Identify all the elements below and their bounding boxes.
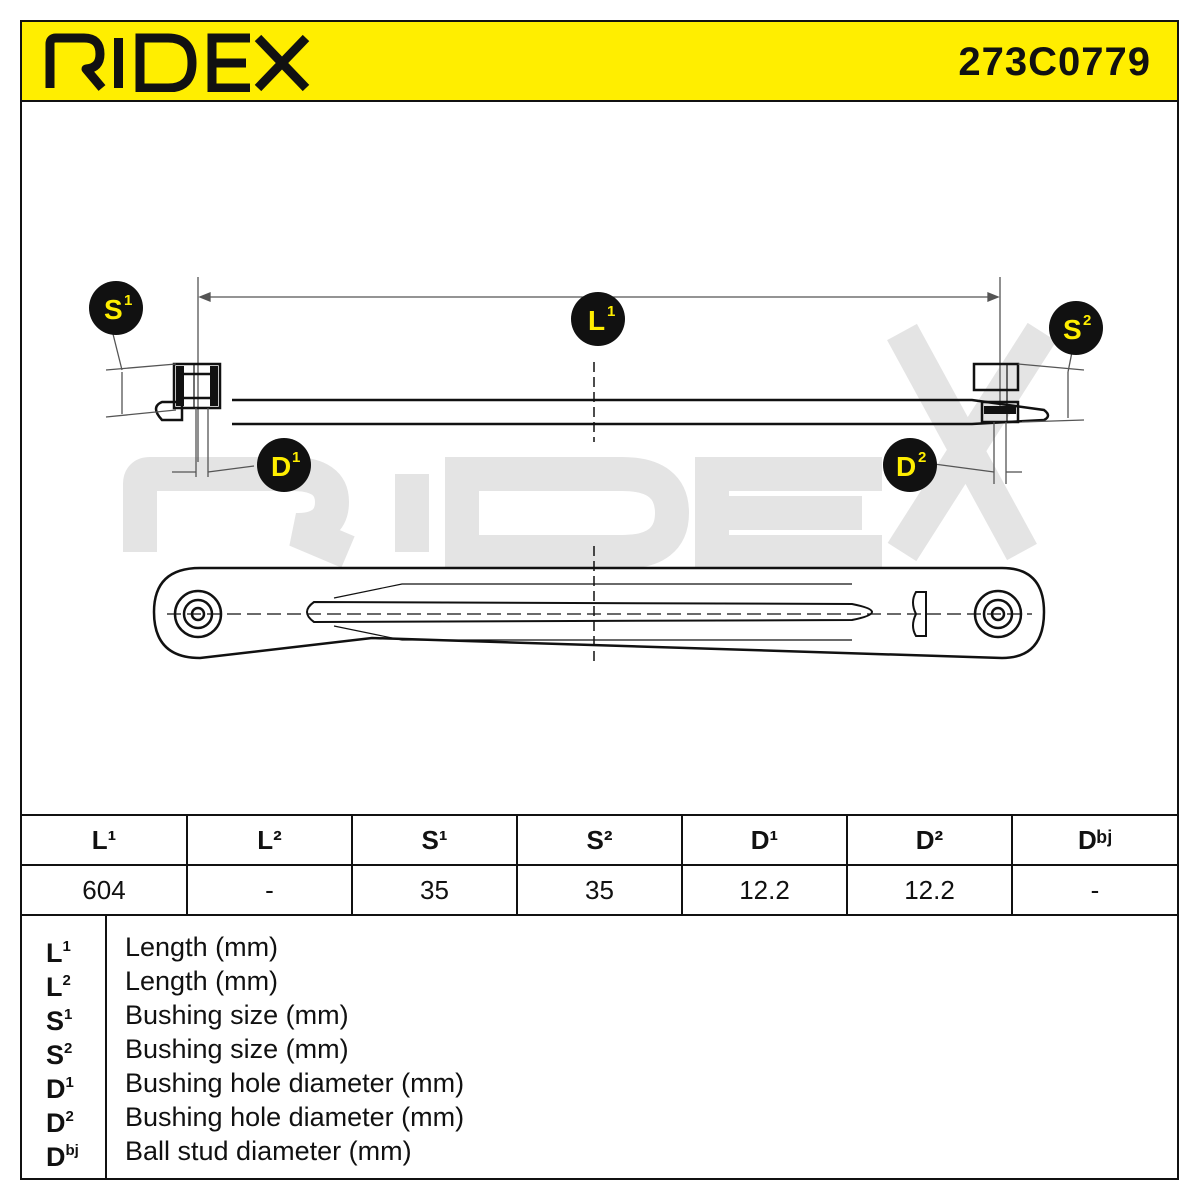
callout-l1: L 1 bbox=[571, 292, 625, 346]
legend-divider bbox=[105, 916, 107, 1178]
ridex-logo bbox=[45, 33, 310, 92]
legend-description: Length (mm) bbox=[125, 932, 279, 962]
table-header-cell: S² bbox=[516, 814, 683, 866]
callout-s2: S 2 bbox=[1049, 301, 1103, 355]
callout-s1: S 1 bbox=[89, 281, 143, 335]
table-cell: - bbox=[186, 864, 353, 916]
dimensions-table: L¹ L² S¹ S² D¹ D² Dᵇʲ 604 - 35 35 12.2 1… bbox=[22, 814, 1177, 916]
legend-description: Bushing hole diameter (mm) bbox=[125, 1068, 465, 1098]
legend-description: Bushing size (mm) bbox=[125, 1000, 349, 1030]
legend-symbol: D1 bbox=[46, 1074, 74, 1104]
dimension-d1 bbox=[172, 408, 255, 477]
bushing-left-fill bbox=[176, 366, 1016, 414]
legend-symbol: L2 bbox=[46, 972, 71, 1002]
svg-text:2: 2 bbox=[918, 449, 926, 466]
dimension-d2 bbox=[933, 422, 1022, 484]
technical-drawing: L 1 S 1 S 2 D 1 D 2 bbox=[22, 102, 1177, 814]
svg-text:S: S bbox=[104, 294, 123, 325]
legend-symbol: D2 bbox=[46, 1108, 74, 1138]
table-header-cell: D² bbox=[846, 814, 1013, 866]
callout-d1: D 1 bbox=[257, 438, 311, 492]
legend-item: S1 Bushing size (mm) bbox=[22, 998, 1177, 1036]
legend-description: Length (mm) bbox=[125, 966, 279, 996]
part-number: 273C0779 bbox=[958, 40, 1151, 84]
table-row: 604 - 35 35 12.2 12.2 - bbox=[22, 864, 1177, 916]
arm-top-view bbox=[152, 546, 1046, 662]
table-header-cell: D¹ bbox=[681, 814, 848, 866]
dimension-s2 bbox=[1017, 331, 1085, 423]
legend-item: Dbj Ball stud diameter (mm) bbox=[22, 1134, 1177, 1172]
legend-symbol: S1 bbox=[46, 1006, 73, 1036]
callout-d2: D 2 bbox=[883, 438, 937, 492]
table-header-cell: S¹ bbox=[351, 814, 518, 866]
table-cell: 12.2 bbox=[681, 864, 848, 916]
legend-item: D1 Bushing hole diameter (mm) bbox=[22, 1066, 1177, 1104]
table-cell: 12.2 bbox=[846, 864, 1013, 916]
header-bar: 273C0779 bbox=[22, 22, 1177, 102]
legend-item: D2 Bushing hole diameter (mm) bbox=[22, 1100, 1177, 1138]
svg-text:L: L bbox=[588, 305, 605, 336]
legend-description: Ball stud diameter (mm) bbox=[125, 1136, 412, 1166]
control-arm-drawing: L 1 S 1 S 2 D 1 D 2 bbox=[89, 277, 1103, 662]
legend-symbol: S2 bbox=[46, 1040, 73, 1070]
table-cell: - bbox=[1011, 864, 1177, 916]
table-header-row: L¹ L² S¹ S² D¹ D² Dᵇʲ bbox=[22, 814, 1177, 866]
table-cell: 35 bbox=[516, 864, 683, 916]
table-cell: 604 bbox=[22, 864, 188, 916]
svg-text:1: 1 bbox=[607, 303, 615, 320]
spec-sheet: 273C0779 bbox=[20, 20, 1179, 1180]
table-header-cell: Dᵇʲ bbox=[1011, 814, 1177, 866]
legend-symbol: Dbj bbox=[46, 1142, 79, 1172]
legend-symbol: L1 bbox=[46, 938, 71, 968]
svg-text:D: D bbox=[896, 451, 916, 482]
svg-text:2: 2 bbox=[1083, 312, 1091, 329]
table-cell: 35 bbox=[351, 864, 518, 916]
svg-text:S: S bbox=[1063, 314, 1082, 345]
table-header-cell: L² bbox=[186, 814, 353, 866]
legend-item: S2 Bushing size (mm) bbox=[22, 1032, 1177, 1070]
legend-description: Bushing size (mm) bbox=[125, 1034, 349, 1064]
svg-text:1: 1 bbox=[292, 449, 300, 466]
table-header-cell: L¹ bbox=[22, 814, 188, 866]
legend: L1 Length (mm) L2 Length (mm) S1 Bushing… bbox=[22, 916, 1177, 1178]
svg-text:D: D bbox=[271, 451, 291, 482]
legend-item: L1 Length (mm) bbox=[22, 930, 1177, 968]
legend-description: Bushing hole diameter (mm) bbox=[125, 1102, 465, 1132]
legend-item: L2 Length (mm) bbox=[22, 964, 1177, 1002]
svg-text:1: 1 bbox=[124, 292, 132, 309]
